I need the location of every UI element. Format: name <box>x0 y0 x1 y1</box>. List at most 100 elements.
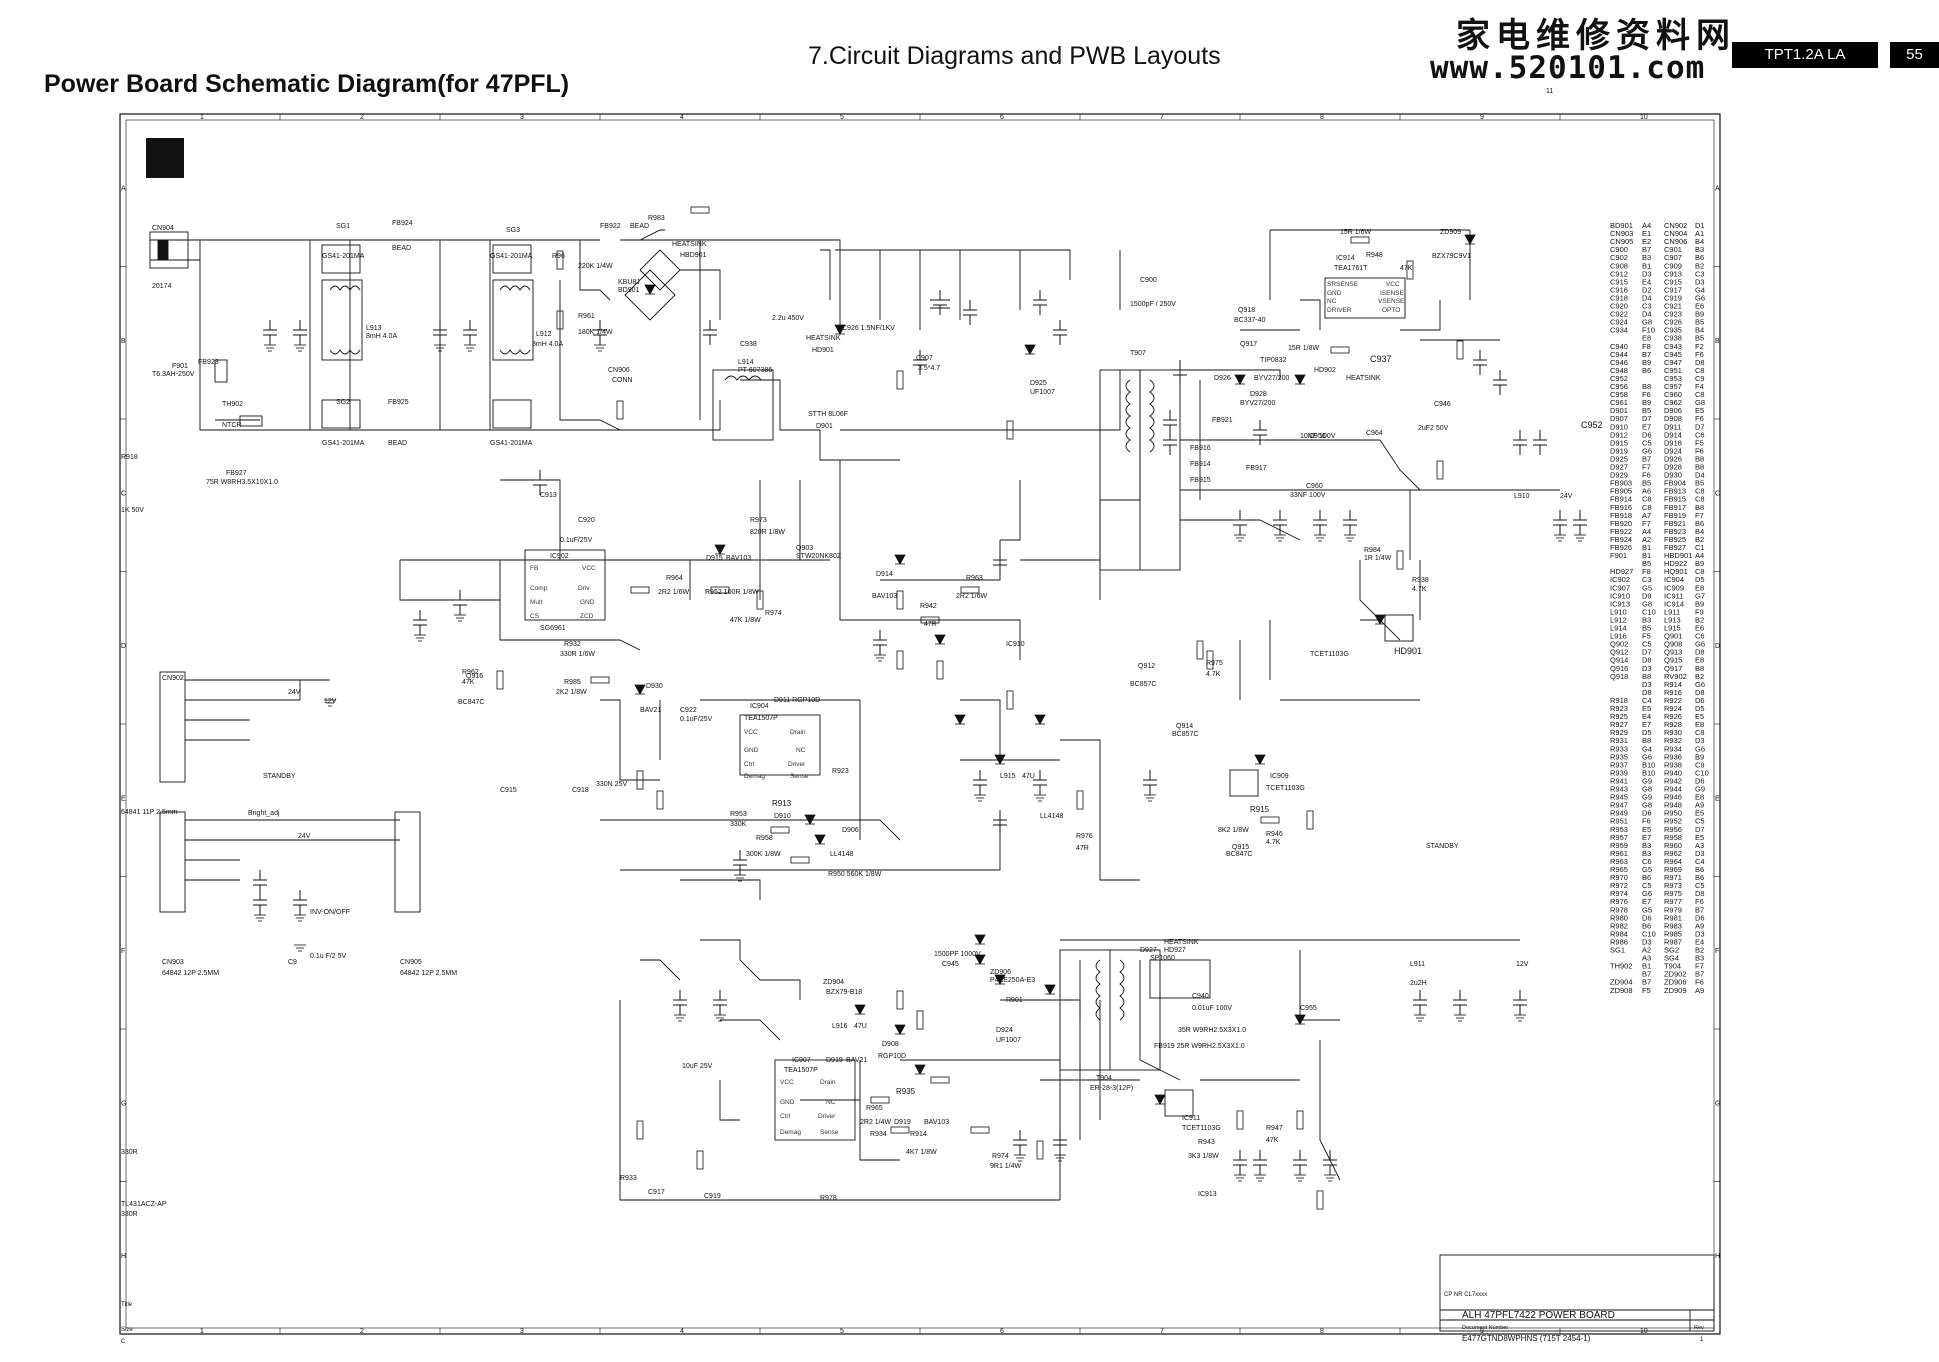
parts-index-cell: C10 <box>1642 929 1656 938</box>
size-val: C <box>121 1339 126 1345</box>
resistor <box>1306 810 1314 830</box>
parts-index-cell: R934 <box>1664 744 1682 753</box>
label-r962: R962 <box>462 669 479 676</box>
parts-index-cell: FB914 <box>1610 495 1632 504</box>
label-c913: C913 <box>540 492 557 499</box>
label-r943-val: 3K3 1/8W <box>1188 1153 1219 1160</box>
label-kbu8j: KBU8J <box>618 279 640 286</box>
parts-index-cell: A3 <box>1642 954 1651 963</box>
parts-index-cell: R940 <box>1664 768 1682 777</box>
parts-index-cell: L915 <box>1664 624 1681 633</box>
parts-index-cell: D8 <box>1695 648 1705 657</box>
svg-text:GND: GND <box>580 599 595 606</box>
diode <box>804 814 816 825</box>
label-cn905-part: 64842 12P 2.5MM <box>400 970 457 977</box>
label-gs41-a: GS41-201MA <box>322 253 365 260</box>
parts-index-cell: R981 <box>1664 913 1682 922</box>
diode <box>894 554 906 565</box>
parts-index-cell: E5 <box>1695 809 1704 818</box>
parts-index-cell: D907 <box>1610 414 1628 423</box>
parts-index-cell: R963 <box>1610 857 1628 866</box>
parts-index-cell: C922 <box>1610 310 1628 319</box>
resistor <box>1076 790 1084 810</box>
parts-index-cell: D6 <box>1642 430 1652 439</box>
parts-index-cell: R986 <box>1610 937 1628 946</box>
label-c960-val: 33NF 100V <box>1290 492 1326 499</box>
resistor <box>690 206 710 214</box>
parts-index-cell: Q918 <box>1610 672 1628 681</box>
parts-index-cell: C8 <box>1642 495 1652 504</box>
parts-index-cell: D5 <box>1695 704 1705 713</box>
parts-index-cell: E8 <box>1695 583 1704 592</box>
label-zd906-part: P4KE250A-E3 <box>990 977 1035 984</box>
parts-index-cell: FB918 <box>1610 511 1632 520</box>
parts-index-cell: B3 <box>1695 954 1704 963</box>
parts-index-cell: E4 <box>1695 937 1704 946</box>
grid-col-label: 2 <box>360 1328 364 1335</box>
parts-index-cell: D2 <box>1642 285 1652 294</box>
label-fb915: FB915 <box>1190 477 1211 484</box>
parts-index-cell: D8 <box>1695 358 1705 367</box>
grid-row-label: E <box>1715 795 1720 802</box>
parts-index-cell: D7 <box>1695 422 1705 431</box>
parts-index-cell: C921 <box>1664 302 1682 311</box>
parts-index-cell: C907 <box>1664 253 1682 262</box>
parts-index-cell: G8 <box>1642 785 1652 794</box>
diode <box>1254 754 1266 765</box>
parts-index-cell: D3 <box>1642 664 1652 673</box>
resistor <box>790 856 810 864</box>
grid-row-label: D <box>121 643 126 650</box>
label-l911: L911 <box>1410 961 1425 968</box>
parts-index-cell: IC913 <box>1610 599 1630 608</box>
parts-index-cell: R982 <box>1610 921 1628 930</box>
section-heading: 7.Circuit Diagrams and PWB Layouts <box>808 42 1221 70</box>
diode <box>644 284 656 295</box>
parts-index-cell: A9 <box>1695 921 1704 930</box>
parts-index-cell: D6 <box>1695 913 1705 922</box>
label-r973-val: 820R 1/8W <box>750 529 785 536</box>
label-d901-part: STTH 8L06F <box>808 411 848 418</box>
grid-col-label: 2 <box>360 114 364 121</box>
parts-index-cell: C10 <box>1642 607 1656 616</box>
parts-index-cell: G6 <box>1642 889 1652 898</box>
parts-index-cell: C8 <box>1695 495 1705 504</box>
label-t904-part: ER-28-3(12P) <box>1090 1085 1133 1092</box>
parts-index-cell: F5 <box>1695 438 1704 447</box>
label-l914-part: PT-607386 <box>738 367 772 374</box>
label-r946-val: 4.7K <box>1266 839 1281 846</box>
parts-index-cell: R937 <box>1610 760 1628 769</box>
parts-index-cell: B1 <box>1642 551 1651 560</box>
label-fb925: FB925 <box>388 399 409 406</box>
label-c918: C918 <box>572 787 589 794</box>
parts-index-cell: FB905 <box>1610 487 1632 496</box>
parts-index-cell: A1 <box>1695 229 1704 238</box>
parts-index-cell: F9 <box>1695 607 1704 616</box>
label-cn903-part: 64842 12P 2.5MM <box>162 970 219 977</box>
label-gs41-c: GS41-201MA <box>490 253 533 260</box>
ic-pin-labels: SRSENSE GND NC DRIVER VCC ISENSE VSENSE … <box>530 281 1405 1136</box>
diode <box>1294 374 1306 385</box>
parts-index-cell: B2 <box>1695 535 1704 544</box>
parts-index-cell: C940 <box>1610 342 1628 351</box>
parts-index-cell: D906 <box>1664 406 1682 415</box>
label-r947-val: 47K <box>1400 265 1413 272</box>
label-fb914: FB914 <box>1190 461 1211 468</box>
label-ll4148-a: LL4148 <box>830 851 853 858</box>
parts-index-cell: B6 <box>1695 865 1704 874</box>
model-badge: TPT1.2A LA <box>1732 42 1878 68</box>
label-d914: D914 <box>876 571 893 578</box>
parts-index-cell: HBD901 <box>1664 551 1692 560</box>
diode <box>1154 1094 1166 1105</box>
parts-index-cell: B8 <box>1695 463 1704 472</box>
parts-index-cell: B1 <box>1642 543 1651 552</box>
optocoupler-ic913 <box>1384 614 1414 642</box>
label-bav21b: BAV21 <box>846 1057 867 1064</box>
parts-index-cell: FB917 <box>1664 503 1686 512</box>
svg-text:ISENSE: ISENSE <box>1380 290 1405 297</box>
parts-index-cell: C909 <box>1664 261 1682 270</box>
resistor <box>1350 236 1370 244</box>
label-c938: C938 <box>740 341 757 348</box>
grid-col-label: 1 <box>200 114 204 121</box>
diode <box>954 714 966 725</box>
parts-index-cell: G5 <box>1642 583 1652 592</box>
